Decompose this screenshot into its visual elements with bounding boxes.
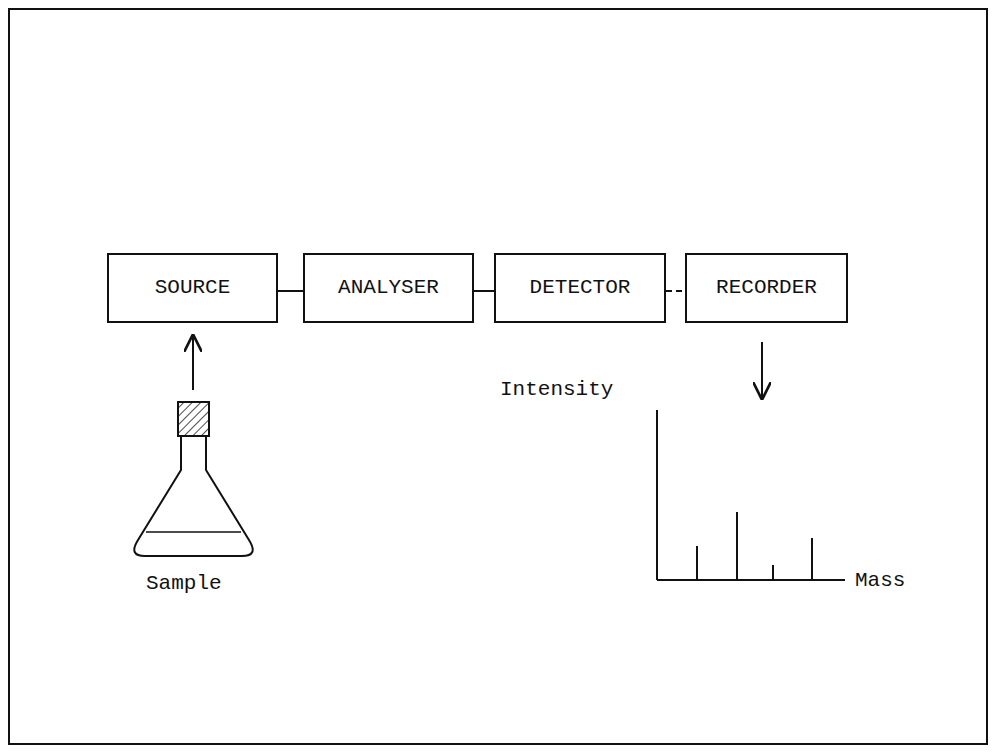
box-label: ANALYSER: [338, 276, 439, 299]
process-box: ANALYSER: [303, 253, 474, 323]
frame: [9, 9, 987, 744]
feed-arrow: [192, 336, 194, 390]
plot-label: Sample: [144, 572, 224, 595]
output-arrow: [761, 342, 763, 398]
spectrum-plot: [657, 410, 845, 580]
connector-line: [278, 290, 303, 292]
process-box: RECORDER: [685, 253, 848, 323]
box-label: DETECTOR: [530, 276, 631, 299]
plot-label: Mass: [853, 569, 907, 592]
process-box: DETECTOR: [494, 253, 666, 323]
process-box: SOURCE: [107, 253, 278, 323]
plot-label: Intensity: [498, 378, 615, 401]
box-label: SOURCE: [155, 276, 231, 299]
connector-line: [474, 290, 494, 292]
sample-flask: [134, 402, 252, 556]
box-label: RECORDER: [716, 276, 817, 299]
connector-line: [666, 290, 685, 292]
